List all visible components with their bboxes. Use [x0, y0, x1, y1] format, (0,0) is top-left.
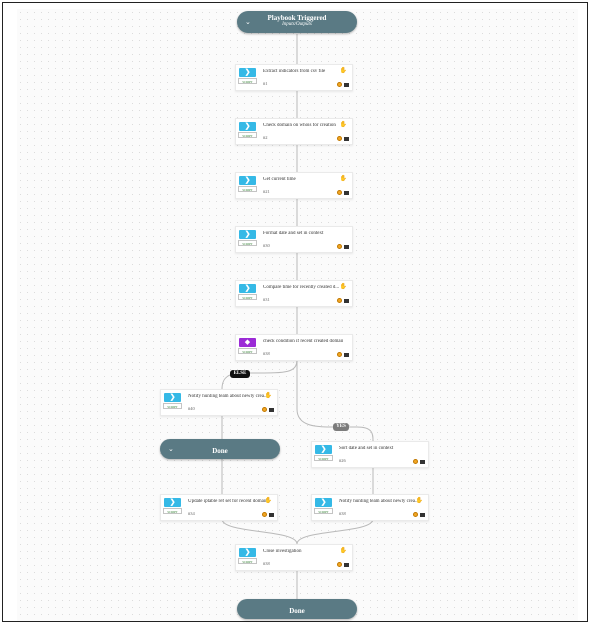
warning-icon [337, 82, 342, 87]
warning-icon [337, 244, 342, 249]
task-label: Close investigation [263, 549, 302, 554]
script-badge: SCRIPT [238, 132, 257, 138]
script-badge: SCRIPT [238, 240, 257, 246]
script-icon: ❯ [164, 498, 181, 507]
task-label: Update iptable ref set for recent domain… [188, 499, 268, 504]
camera-icon [344, 83, 349, 87]
connector-lines [221, 34, 374, 599]
task-update-iptable[interactable]: ❯ SCRIPT Update iptable ref set for rece… [160, 494, 278, 521]
task-format-date[interactable]: ❯ SCRIPT Format date and set in context … [235, 226, 353, 253]
task-label: Notify hunting team about newly crea... [339, 499, 419, 504]
task-number: #1 [263, 81, 268, 86]
camera-icon [344, 191, 349, 195]
warning-icon [337, 562, 342, 567]
script-icon: ❯ [239, 230, 256, 239]
warning-icon [337, 352, 342, 357]
task-number: #30 [263, 243, 270, 248]
task-number: #38 [263, 351, 270, 356]
script-badge: SCRIPT [314, 508, 333, 514]
camera-icon [344, 353, 349, 357]
script-icon: ❯ [315, 445, 332, 454]
task-number: #31 [263, 297, 270, 302]
done-node-bottom[interactable]: Done [237, 599, 357, 619]
task-compare-time[interactable]: ❯ SCRIPT Compare time for recently creat… [235, 280, 353, 307]
script-icon: ❯ [239, 68, 256, 77]
warning-icon [337, 136, 342, 141]
done-node-left[interactable]: ⌄ Done [160, 439, 280, 459]
branch-yes-label[interactable]: YES [333, 423, 349, 431]
task-notify-hunting-yes[interactable]: ❯ SCRIPT Notify hunting team about newly… [311, 494, 429, 521]
done-label: Done [212, 447, 228, 455]
camera-icon [344, 563, 349, 567]
task-extract-indicators[interactable]: ❯ SCRIPT Extract indicators from csv fil… [235, 64, 353, 91]
script-badge: SCRIPT [238, 186, 257, 192]
done-label: Done [289, 607, 305, 615]
task-number: #21 [263, 189, 270, 194]
task-get-current-time[interactable]: ❯ SCRIPT Get current time #21 ✋ [235, 172, 353, 199]
task-label: Get current time [263, 177, 296, 182]
task-label: Notify hunting team about newly crea... [188, 394, 268, 399]
task-number: #34 [188, 511, 195, 516]
task-check-condition[interactable]: ◆ SCRIPT check condition if recent creat… [235, 334, 353, 361]
task-label: Sort date and set in context [339, 446, 394, 451]
script-icon: ❯ [239, 176, 256, 185]
task-sort-date[interactable]: ❯ SCRIPT Sort date and set in context #2… [311, 441, 429, 468]
hand-icon: ✋ [339, 548, 347, 554]
camera-icon [269, 513, 274, 517]
camera-icon [420, 513, 425, 517]
condition-icon: ◆ [239, 338, 256, 347]
hand-icon: ✋ [415, 498, 423, 504]
hand-icon: ✋ [264, 498, 272, 504]
script-badge: SCRIPT [238, 558, 257, 564]
task-close-investigation[interactable]: ❯ SCRIPT Close investigation #38 ✋ [235, 544, 353, 571]
branch-else-label[interactable]: ELSE [230, 370, 250, 378]
script-badge: SCRIPT [238, 78, 257, 84]
task-label: Extract indicators from csv file [263, 69, 326, 74]
script-badge: SCRIPT [238, 348, 257, 354]
chevron-down-icon[interactable]: ⌄ [245, 18, 251, 26]
script-icon: ❯ [315, 498, 332, 507]
task-number: #2 [263, 135, 268, 140]
task-check-domain-whois[interactable]: ❯ SCRIPT Check domain on whois for creat… [235, 118, 353, 145]
task-label: Check domain on whois for creation [263, 123, 336, 128]
camera-icon [344, 299, 349, 303]
script-icon: ❯ [164, 393, 181, 402]
chevron-down-icon[interactable]: ⌄ [168, 445, 174, 453]
script-badge: SCRIPT [163, 403, 182, 409]
warning-icon [413, 512, 418, 517]
task-number: #38 [263, 561, 270, 566]
playbook-canvas[interactable]: ⌄ Playbook Triggered Inputs/Outputs ❯ SC… [17, 9, 578, 621]
playbook-triggered-node[interactable]: ⌄ Playbook Triggered Inputs/Outputs [237, 11, 357, 33]
warning-icon [262, 512, 267, 517]
hand-icon: ✋ [339, 68, 347, 74]
camera-icon [269, 408, 274, 412]
task-number: #40 [188, 406, 195, 411]
warning-icon [337, 190, 342, 195]
camera-icon [344, 245, 349, 249]
script-badge: SCRIPT [163, 508, 182, 514]
hand-icon: ✋ [339, 176, 347, 182]
task-label: check condition if recent created domain… [263, 339, 343, 344]
task-number: #38 [339, 511, 346, 516]
start-title: Playbook Triggered [267, 14, 327, 22]
camera-icon [420, 460, 425, 464]
task-notify-hunting-else[interactable]: ❯ SCRIPT Notify hunting team about newly… [160, 389, 278, 416]
task-label: Format date and set in context [263, 231, 324, 236]
warning-icon [262, 407, 267, 412]
script-icon: ❯ [239, 284, 256, 293]
warning-icon [413, 459, 418, 464]
inputs-outputs-link[interactable]: Inputs/Outputs [282, 22, 312, 27]
script-badge: SCRIPT [238, 294, 257, 300]
task-label: Compare time for recently created d... [263, 285, 340, 290]
camera-icon [344, 137, 349, 141]
hand-icon: ✋ [339, 284, 347, 290]
warning-icon [337, 298, 342, 303]
script-icon: ❯ [239, 548, 256, 557]
script-icon: ❯ [239, 122, 256, 131]
hand-icon: ✋ [264, 393, 272, 399]
hand-icon: ✋ [339, 122, 347, 128]
script-badge: SCRIPT [314, 455, 333, 461]
task-number: #26 [339, 458, 346, 463]
